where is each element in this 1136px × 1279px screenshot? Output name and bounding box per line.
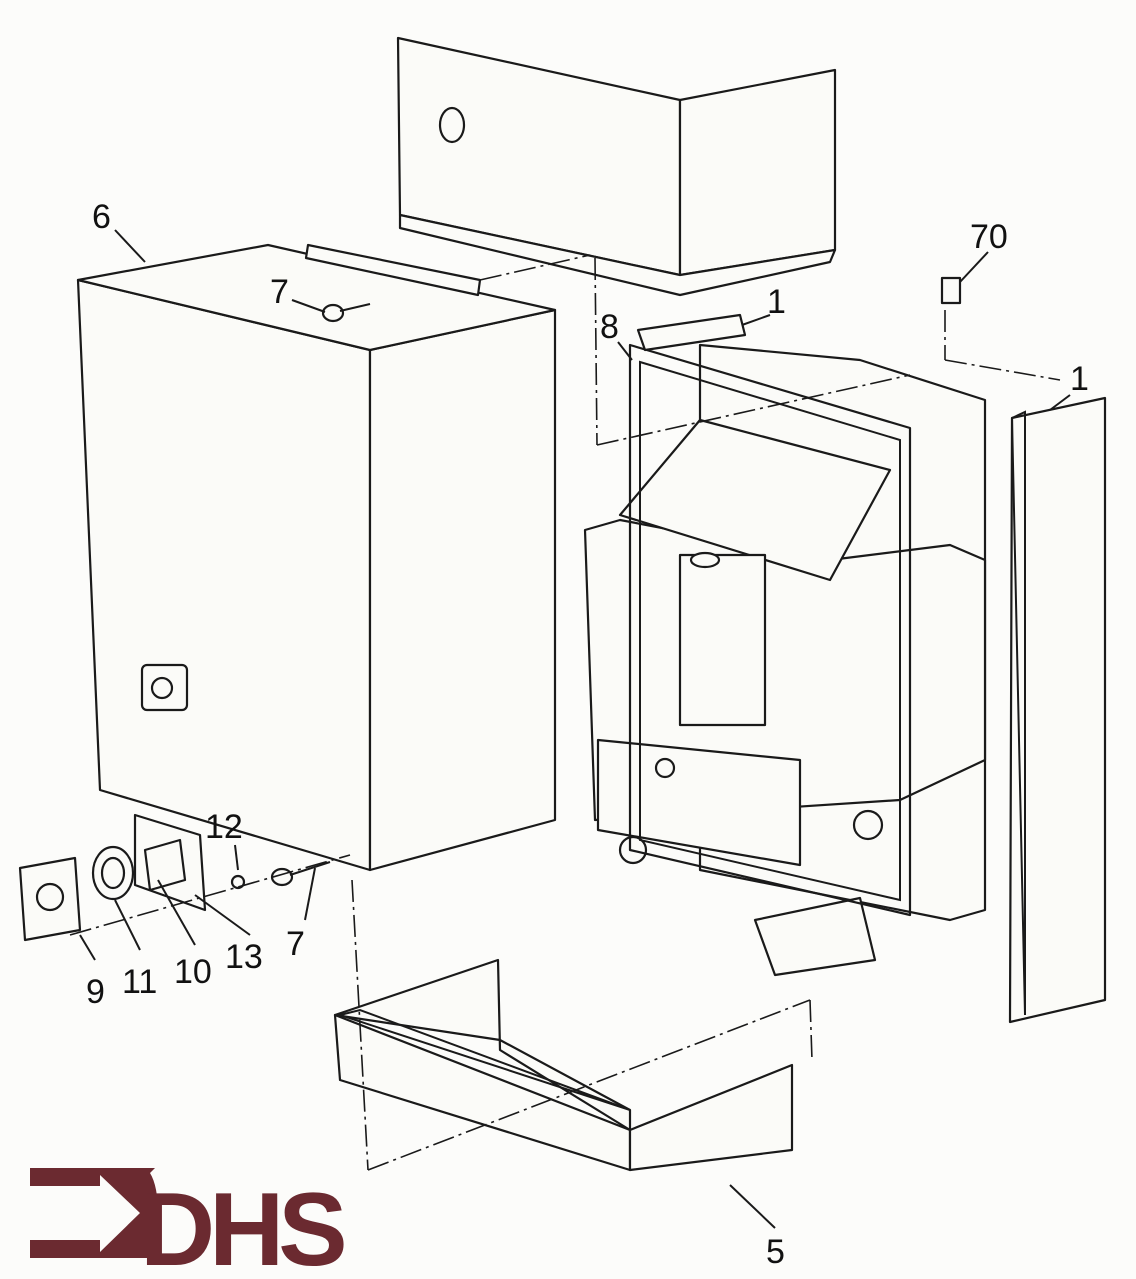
label-part-7-bottom: 7 (286, 925, 305, 963)
label-part-6: 6 (92, 198, 111, 236)
bottom-tray (333, 958, 794, 1172)
dhs-logo: DHS (140, 1172, 348, 1279)
label-part-11: 11 (122, 963, 158, 1001)
label-part-13: 13 (225, 938, 263, 976)
boiler-body (583, 313, 987, 977)
clip-part (940, 276, 962, 305)
label-part-12: 12 (205, 808, 243, 846)
label-part-1-right: 1 (1070, 360, 1089, 398)
label-part-5: 5 (766, 1233, 785, 1271)
label-part-70: 70 (970, 218, 1008, 256)
label-part-8: 8 (600, 308, 619, 346)
small-parts (18, 303, 371, 942)
logo-arrow-icon (30, 1168, 158, 1258)
label-part-9: 9 (86, 973, 105, 1011)
label-part-1-left: 1 (767, 283, 786, 321)
front-casing (76, 243, 557, 872)
leader-lines (79, 229, 1071, 1229)
label-part-10: 10 (174, 953, 212, 991)
side-panel (1008, 396, 1107, 1024)
label-part-7-top: 7 (270, 273, 289, 311)
assembly-lines (69, 254, 1061, 1171)
top-hood (396, 36, 837, 297)
